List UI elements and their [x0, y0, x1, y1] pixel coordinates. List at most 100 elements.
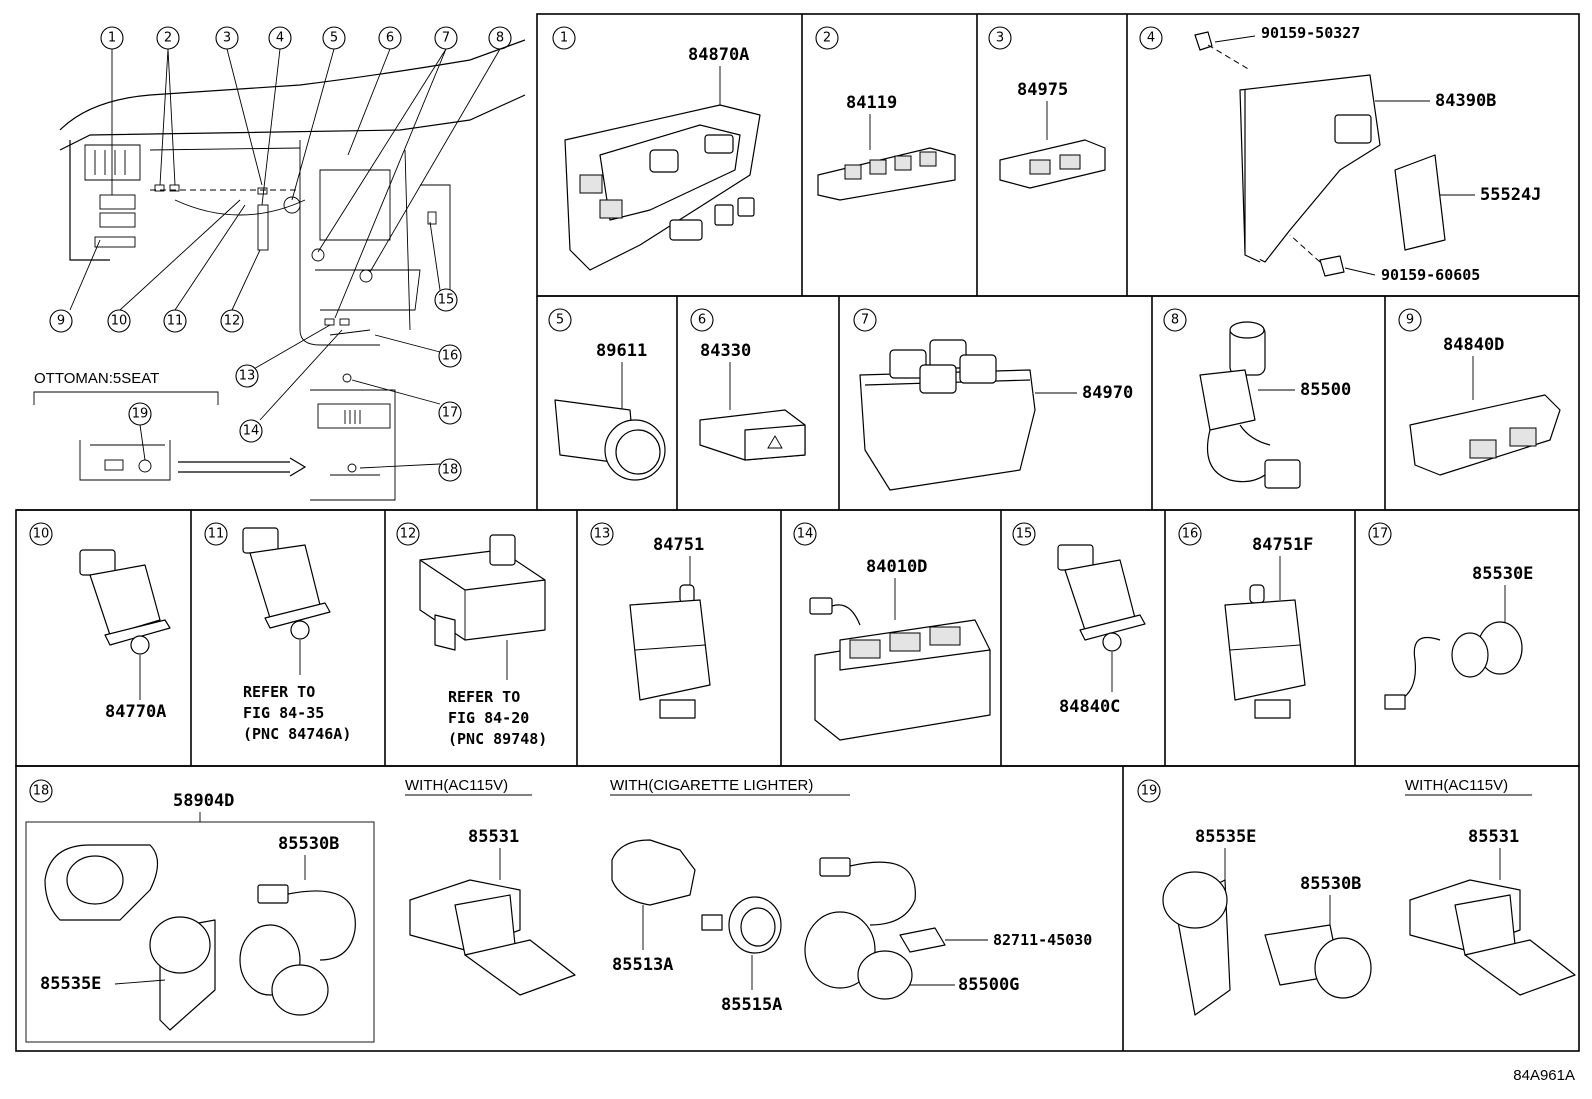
overview-callouts-top: 1 2 3 4 5 6 7 8	[100, 26, 512, 50]
part-85513A: 85513A	[612, 955, 673, 975]
cell-1: 1 84870A	[552, 26, 761, 271]
part-55524J: 55524J	[1480, 185, 1541, 205]
callout-6: 6	[386, 31, 394, 46]
note-refer-to-11: REFER TO	[243, 683, 315, 701]
callout-19-ottoman: 19	[132, 407, 149, 422]
part-85500G: 85500G	[958, 975, 1019, 995]
part-85500: 85500	[1300, 380, 1351, 400]
callout-4: 4	[276, 31, 284, 46]
svg-text:5: 5	[556, 313, 564, 328]
callout-1: 1	[108, 31, 116, 46]
svg-text:2: 2	[823, 31, 831, 46]
figure-code: 84A961A	[1513, 1067, 1575, 1084]
svg-text:13: 13	[594, 527, 611, 542]
part-85530B-19: 85530B	[1300, 874, 1361, 894]
part-84751: 84751	[653, 535, 704, 555]
svg-text:12: 12	[400, 527, 417, 542]
part-84870A: 84870A	[688, 45, 749, 65]
part-90159-50327: 90159-50327	[1261, 24, 1360, 42]
label-with-cigarette-lighter: WITH(CIGARETTE LIGHTER)	[610, 777, 813, 794]
grid-frames	[15, 13, 1580, 1052]
part-85530E: 85530E	[1472, 564, 1533, 584]
svg-text:18: 18	[33, 784, 50, 799]
svg-text:17: 17	[1372, 527, 1389, 542]
cell-5: 5 89611	[548, 308, 666, 481]
note-fig-12: FIG 84-20	[448, 709, 529, 727]
part-84390B: 84390B	[1435, 91, 1496, 111]
part-82711-45030: 82711-45030	[993, 931, 1092, 949]
cell-2: 2 84119	[815, 26, 956, 201]
callout-13: 13	[239, 369, 256, 384]
cell-14: 14 84010D	[793, 522, 991, 741]
part-85530B-18: 85530B	[278, 834, 339, 854]
cell-7: 7 84970	[853, 308, 1133, 491]
cell-19: 19 85535E 85530B WITH(AC115V) 85531	[1137, 777, 1576, 1016]
cell-13: 13 84751	[590, 522, 711, 719]
cell-18: 18 58904D 85535E 85530B WITH(AC115V) 855…	[25, 777, 1092, 1043]
part-84330: 84330	[700, 341, 751, 361]
part-85535E-18: 85535E	[40, 974, 101, 994]
svg-text:10: 10	[33, 527, 50, 542]
callout-14: 14	[243, 424, 260, 439]
part-84119: 84119	[846, 93, 897, 113]
part-84010D: 84010D	[866, 557, 927, 577]
callout-7: 7	[442, 31, 450, 46]
svg-text:6: 6	[698, 313, 706, 328]
cell-17: 17 85530E	[1368, 522, 1533, 710]
label-with-ac115v-18: WITH(AC115V)	[405, 777, 508, 794]
part-84970: 84970	[1082, 383, 1133, 403]
callout-3: 3	[223, 31, 231, 46]
part-85531-18: 85531	[468, 827, 519, 847]
svg-text:15: 15	[1016, 527, 1033, 542]
svg-text:11: 11	[208, 527, 225, 542]
callout-9: 9	[57, 314, 65, 329]
svg-text:14: 14	[797, 527, 814, 542]
part-84751F: 84751F	[1252, 535, 1313, 555]
svg-text:16: 16	[1182, 527, 1199, 542]
part-85531-19: 85531	[1468, 827, 1519, 847]
part-84975: 84975	[1017, 80, 1068, 100]
cell-15: 15 84840C	[1012, 522, 1146, 717]
note-pnc-12: (PNC 89748)	[448, 730, 547, 748]
part-90159-60605: 90159-60605	[1381, 266, 1480, 284]
cell-6: 6 84330	[690, 308, 806, 461]
callout-16: 16	[442, 349, 459, 364]
dashboard-overview: 1 2 3 4 5 6 7 8	[33, 26, 526, 501]
callout-17: 17	[442, 406, 459, 421]
note-refer-to-12: REFER TO	[448, 688, 520, 706]
svg-text:4: 4	[1147, 31, 1155, 46]
cell-9: 9 84840D	[1398, 308, 1561, 476]
note-pnc-11: (PNC 84746A)	[243, 725, 351, 743]
callout-11: 11	[167, 314, 184, 329]
part-84770A: 84770A	[105, 702, 166, 722]
callout-10: 10	[111, 314, 128, 329]
callout-12: 12	[224, 314, 241, 329]
part-85535E-19: 85535E	[1195, 827, 1256, 847]
svg-text:9: 9	[1406, 313, 1414, 328]
part-85515A: 85515A	[721, 995, 782, 1015]
cell-4: 4 90159-50327 84390B 55524J 90159-60605	[1139, 24, 1541, 284]
callout-18: 18	[442, 463, 459, 478]
cell-11: 11 REFER TO FIG 84-35 (PNC 84746A)	[204, 522, 351, 743]
svg-text:19: 19	[1141, 784, 1158, 799]
svg-text:3: 3	[996, 31, 1004, 46]
ottoman-label: OTTOMAN:5SEAT	[34, 370, 159, 387]
part-89611: 89611	[596, 341, 647, 361]
callout-8: 8	[496, 31, 504, 46]
part-84840C: 84840C	[1059, 697, 1120, 717]
svg-text:7: 7	[861, 313, 869, 328]
note-fig-11: FIG 84-35	[243, 704, 324, 722]
callout-2: 2	[164, 31, 172, 46]
callout-15: 15	[438, 293, 455, 308]
cell-12: 12 REFER TO FIG 84-20 (PNC 89748)	[396, 522, 547, 748]
cell-16: 16 84751F	[1178, 522, 1313, 719]
cell-3: 3 84975	[988, 26, 1106, 189]
cell-10: 10 84770A	[29, 522, 171, 722]
callout-5: 5	[330, 31, 338, 46]
part-84840D: 84840D	[1443, 335, 1504, 355]
cell-8: 8 85500	[1163, 308, 1351, 489]
svg-text:8: 8	[1171, 313, 1179, 328]
part-58904D: 58904D	[173, 791, 234, 811]
label-with-ac115v-19: WITH(AC115V)	[1405, 777, 1508, 794]
